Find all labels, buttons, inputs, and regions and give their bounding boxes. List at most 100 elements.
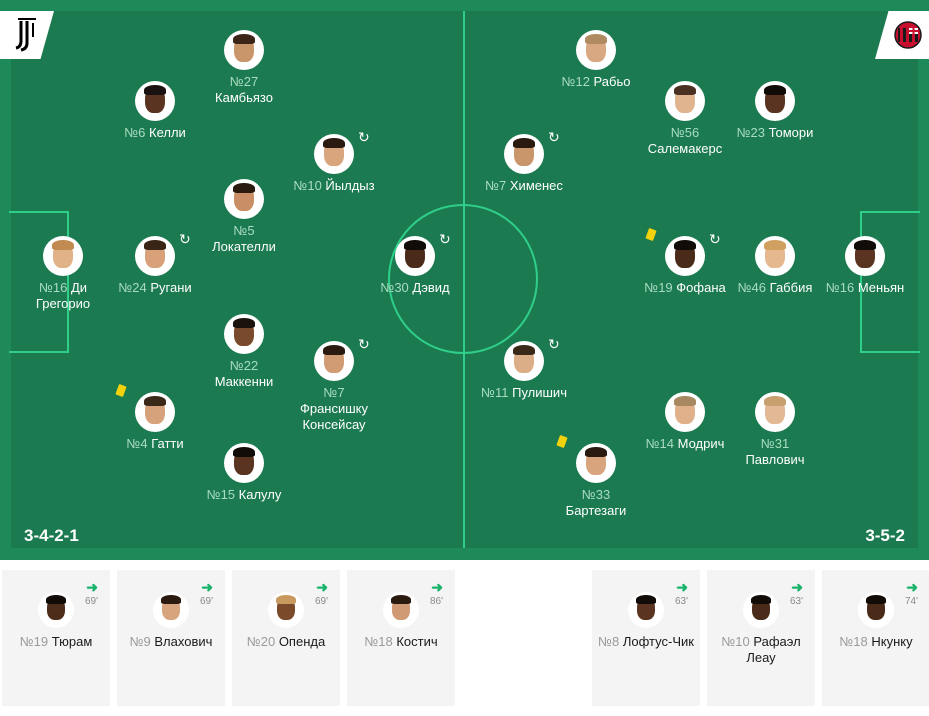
player-avatar bbox=[314, 134, 354, 174]
arrow-right-icon: ➜ bbox=[201, 579, 213, 595]
player-number: №31 bbox=[760, 436, 790, 451]
player-avatar bbox=[135, 236, 175, 276]
home-player[interactable]: №30 Дэвид bbox=[355, 236, 475, 296]
player-name: Фофана bbox=[676, 280, 726, 295]
player-name: Пулишич bbox=[512, 385, 567, 400]
home-bench-card[interactable]: ➜69'№20 Опенда bbox=[232, 570, 340, 706]
player-avatar bbox=[224, 179, 264, 219]
home-player[interactable]: №24 Ругани bbox=[95, 236, 215, 296]
player-name: Камбьязо bbox=[215, 90, 273, 105]
player-name: Рабьо bbox=[593, 74, 631, 89]
player-avatar bbox=[395, 236, 435, 276]
player-name: Тюрам bbox=[51, 634, 93, 649]
player-name: Хименес bbox=[509, 178, 563, 193]
player-name: Павлович bbox=[745, 452, 805, 467]
player-avatar bbox=[224, 443, 264, 483]
player-name: Гатти bbox=[151, 436, 184, 451]
player-avatar bbox=[665, 236, 705, 276]
player-avatar bbox=[576, 443, 616, 483]
player-avatar bbox=[858, 592, 894, 628]
home-player[interactable]: №10 Йылдыз bbox=[274, 134, 394, 194]
away-player[interactable]: №23 Томори bbox=[715, 81, 835, 141]
away-player[interactable]: №46 Габбия bbox=[715, 236, 835, 296]
player-number: №19 bbox=[644, 280, 673, 295]
arrow-right-icon: ➜ bbox=[906, 579, 918, 595]
substitution-minute: 69' bbox=[84, 596, 98, 607]
player-avatar bbox=[135, 392, 175, 432]
player-avatar bbox=[755, 392, 795, 432]
away-player[interactable]: №7 Хименес bbox=[464, 134, 584, 194]
left-penalty-box bbox=[9, 211, 69, 353]
bench-player-label: №9 Влахович bbox=[117, 634, 225, 650]
home-player[interactable]: №6 Келли bbox=[95, 81, 215, 141]
arrow-right-icon: ➜ bbox=[676, 579, 688, 595]
player-number: №6 bbox=[124, 125, 146, 140]
player-label: №46 Габбия bbox=[715, 280, 835, 296]
player-name: Лофтус-Чик bbox=[622, 634, 694, 649]
player-label: №4 Гатти bbox=[95, 436, 215, 452]
home-player[interactable]: №4 Гатти bbox=[95, 392, 215, 452]
player-avatar bbox=[743, 592, 779, 628]
home-player[interactable]: №16 Ди Грегорио bbox=[28, 236, 98, 312]
player-avatar bbox=[224, 314, 264, 354]
player-number: №56 bbox=[670, 125, 700, 140]
substitution-icon: ↻ bbox=[179, 231, 191, 247]
bench-player-label: №19 Тюрам bbox=[2, 634, 110, 650]
away-player[interactable]: №11 Пулишич bbox=[464, 341, 584, 401]
player-avatar bbox=[845, 236, 885, 276]
away-player[interactable]: №14 Модрич bbox=[625, 392, 745, 452]
home-bench-card[interactable]: ➜69' №9 Влахович bbox=[117, 570, 225, 706]
player-label: №19 Фофана bbox=[625, 280, 745, 296]
substitution-minute: 69' bbox=[314, 596, 328, 607]
player-number: №16 bbox=[825, 280, 855, 295]
substitution-icon: ↻ bbox=[548, 336, 560, 352]
away-player[interactable]: №16 Меньян bbox=[805, 236, 925, 296]
player-avatar bbox=[135, 81, 175, 121]
player-name: Опенда bbox=[278, 634, 326, 649]
player-avatar bbox=[43, 236, 83, 276]
center-circle bbox=[388, 204, 538, 354]
player-number: №33 bbox=[581, 487, 611, 502]
home-bench-card[interactable]: ➜69'№19 Тюрам bbox=[2, 570, 110, 706]
player-name: Нкунку bbox=[871, 634, 913, 649]
substitution-icon: ↻ bbox=[358, 129, 370, 145]
home-player[interactable]: №15 Калулу bbox=[184, 443, 304, 503]
player-number: №7 bbox=[485, 178, 507, 193]
away-bench-card[interactable]: ➜63'№8 Лофтус-Чик bbox=[592, 570, 700, 706]
player-avatar bbox=[383, 592, 419, 628]
player-number: №10 bbox=[721, 634, 750, 649]
player-number: №18 bbox=[364, 634, 393, 649]
player-label: №16 Меньян bbox=[805, 280, 925, 296]
away-bench-card[interactable]: ➜63'№10 Рафаэл Леау bbox=[707, 570, 815, 706]
player-number: №27 bbox=[229, 74, 259, 89]
home-bench-card[interactable]: ➜86'№18 Костич bbox=[347, 570, 455, 706]
player-number: №30 bbox=[380, 280, 409, 295]
away-player[interactable]: №19 Фофана bbox=[625, 236, 745, 296]
player-number: №4 bbox=[126, 436, 148, 451]
bench-player-label: №10 Рафаэл Леау bbox=[707, 634, 815, 666]
player-label: №12 Рабьо bbox=[536, 74, 656, 90]
juventus-logo-icon bbox=[15, 18, 36, 52]
away-bench-card[interactable]: ➜74'№18 Нкунку bbox=[822, 570, 929, 706]
player-avatar bbox=[224, 30, 264, 70]
player-avatar bbox=[268, 592, 304, 628]
player-number: №7 bbox=[323, 385, 345, 400]
away-player[interactable]: №12 Рабьо bbox=[536, 30, 656, 90]
player-avatar bbox=[38, 592, 74, 628]
player-number: №10 bbox=[293, 178, 322, 193]
player-number: №18 bbox=[839, 634, 868, 649]
player-name: Томори bbox=[768, 125, 814, 140]
player-name: Калулу bbox=[238, 487, 282, 502]
substitution-minute: 69' bbox=[199, 596, 213, 607]
player-number: №46 bbox=[737, 280, 767, 295]
